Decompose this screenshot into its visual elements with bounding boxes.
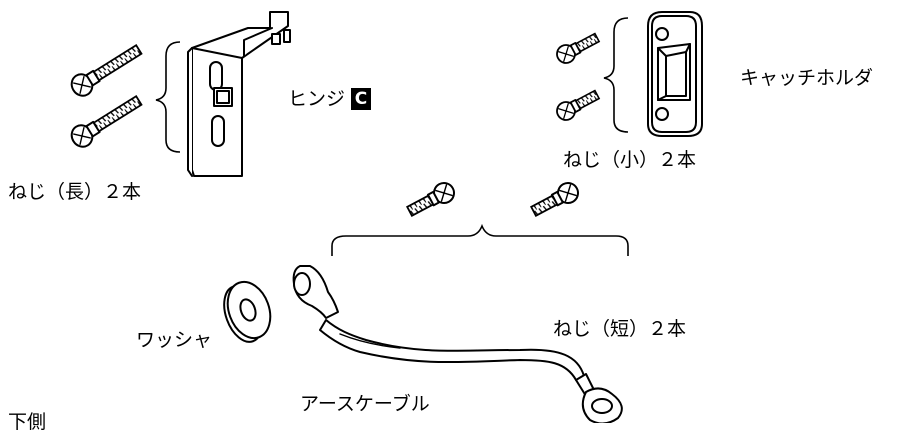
hinge-badge: C bbox=[351, 88, 372, 110]
catch-holder bbox=[647, 11, 703, 137]
earth-cable-label: アースケーブル bbox=[300, 393, 430, 415]
brace-small-screws bbox=[603, 17, 629, 133]
washer bbox=[223, 280, 272, 343]
screw-short-label: ねじ（短）２本 bbox=[553, 318, 687, 340]
screw-long-label: ねじ（長）２本 bbox=[8, 181, 142, 203]
screw-long-1 bbox=[66, 39, 146, 101]
screw-small-1 bbox=[552, 28, 603, 68]
washer-label: ワッシャ bbox=[136, 329, 213, 351]
earth-cable bbox=[292, 265, 623, 423]
parts-diagram bbox=[66, 11, 703, 423]
screw-short-2 bbox=[527, 178, 583, 222]
hinge-label-text: ヒンジ bbox=[288, 88, 346, 110]
screw-small-label: ねじ（小）２本 bbox=[563, 149, 697, 171]
screw-small-2 bbox=[552, 85, 603, 125]
hinge-bracket bbox=[187, 11, 291, 177]
catch-holder-label: キャッチホルダ bbox=[740, 67, 874, 89]
brace-short-screws bbox=[331, 223, 629, 256]
brace-long-screws bbox=[155, 41, 181, 153]
screw-short-1 bbox=[403, 178, 459, 222]
screw-long-2 bbox=[66, 90, 146, 152]
cut-bottom-text: 下側 bbox=[8, 411, 47, 433]
